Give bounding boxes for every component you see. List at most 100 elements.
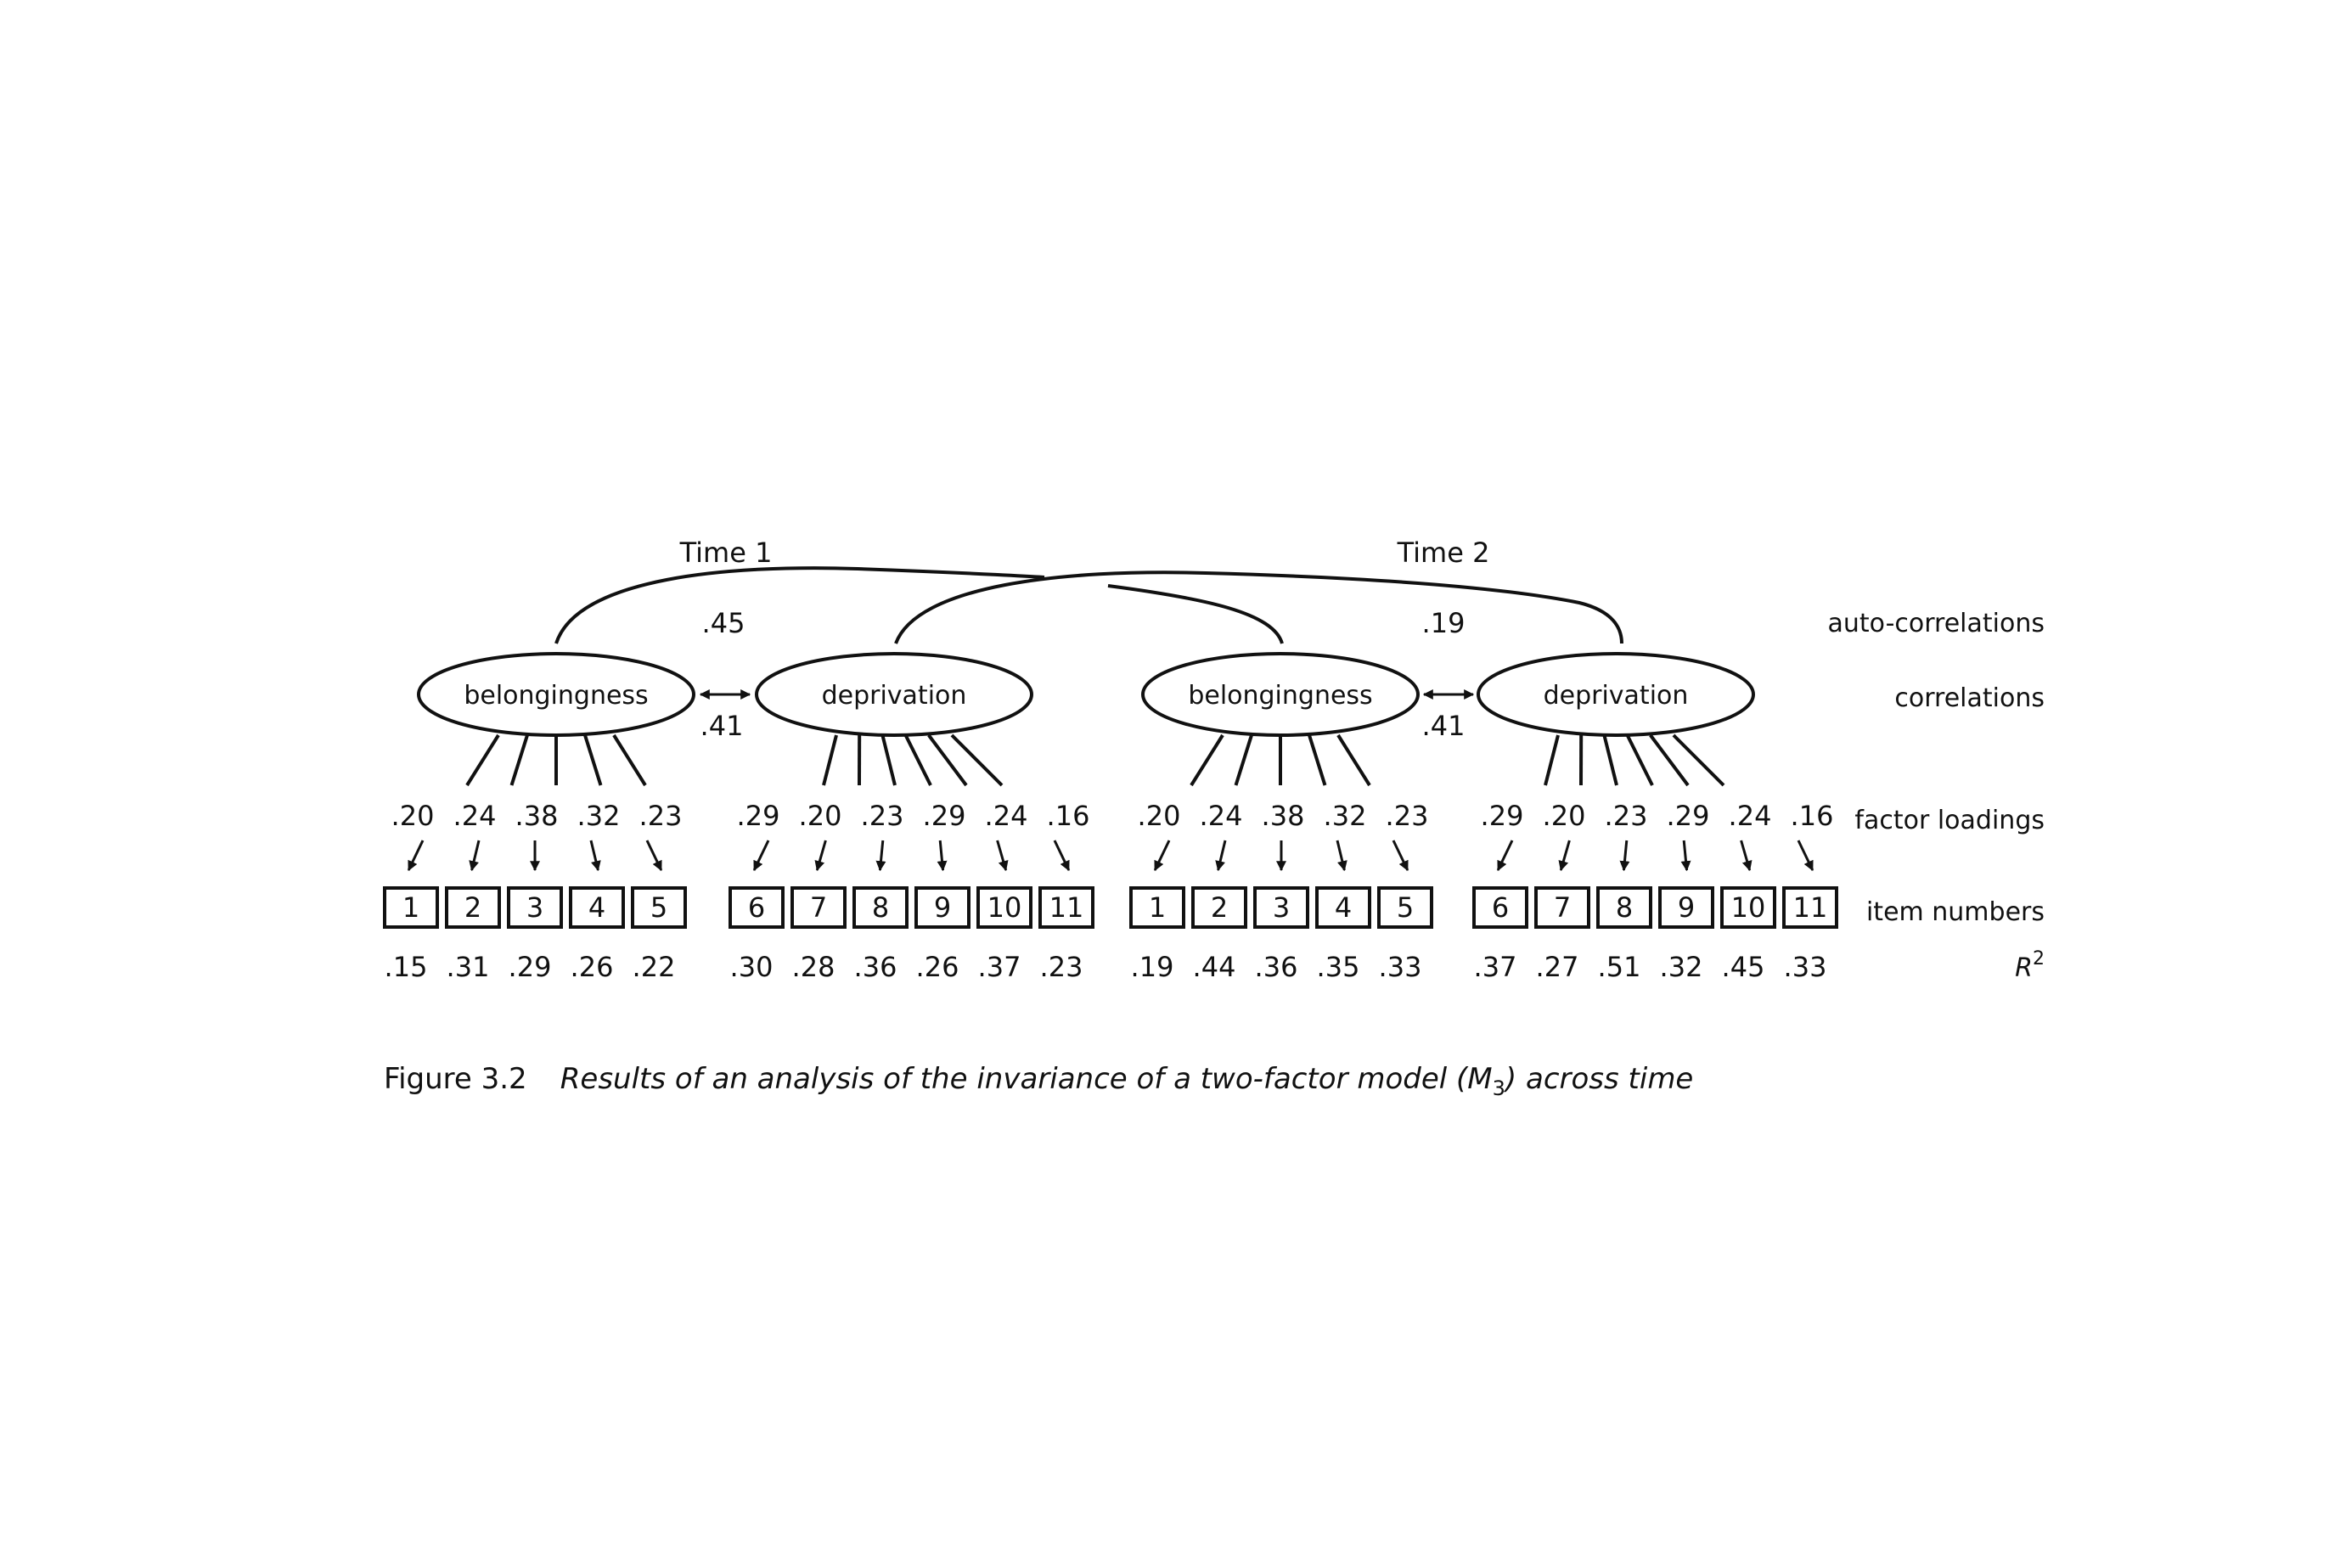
loading-value: .23	[1605, 800, 1648, 832]
item-number: 9	[1678, 891, 1695, 924]
loading-values: .20.24.38.32.23.29.20.23.29.24.16.20.24.…	[391, 800, 1834, 832]
factor-label-belongingness-t2: belongingness	[1188, 681, 1372, 711]
residual-arrow	[998, 840, 1006, 870]
residual-arrow	[1561, 840, 1569, 870]
loading-value: .38	[1262, 800, 1305, 832]
r2-value: .37	[1474, 951, 1517, 983]
loading-line	[1309, 735, 1325, 785]
auto-correlation-arc-deprivation	[896, 572, 1622, 643]
loading-line	[824, 735, 836, 785]
loading-lines	[467, 735, 1724, 785]
residual-arrow	[1218, 840, 1225, 870]
item-number: 3	[1273, 891, 1290, 924]
row-label-auto-correlations: auto-correlations	[1828, 609, 2045, 638]
item-number: 3	[526, 891, 543, 924]
r2-label-sup: 2	[2033, 948, 2045, 969]
loading-value: .20	[1138, 800, 1181, 832]
residual-arrow	[940, 840, 942, 870]
loading-value: .23	[861, 800, 904, 832]
figure-caption: Figure 3.2 Results of an analysis of the…	[384, 1062, 1693, 1100]
r2-value: .30	[730, 951, 774, 983]
residual-arrow	[880, 840, 882, 870]
loading-value: .24	[453, 800, 497, 832]
residual-arrow	[1623, 840, 1626, 870]
r2-label-base: R	[2015, 953, 2033, 983]
loading-line	[1628, 735, 1652, 785]
item-number: 8	[872, 891, 889, 924]
r2-values: .15.31.29.26.22.30.28.36.26.37.23.19.44.…	[385, 951, 1827, 983]
r2-value: .15	[385, 951, 428, 983]
item-number: 2	[1211, 891, 1228, 924]
auto-correlation-arc-belongingness	[556, 568, 1044, 643]
auto-correlation-value-1: .45	[702, 607, 745, 639]
caption-text-before: Results of an analysis of the invariance…	[560, 1062, 1469, 1096]
r2-value: .36	[854, 951, 897, 983]
r2-value: .51	[1598, 951, 1641, 983]
loading-value: .29	[1667, 800, 1710, 832]
item-number: 11	[1049, 891, 1084, 924]
loading-line	[1604, 735, 1617, 785]
loading-value: .24	[985, 800, 1028, 832]
caption-number: Figure 3.2	[384, 1062, 527, 1096]
r2-value: .31	[447, 951, 490, 983]
residual-arrow	[408, 840, 423, 870]
loading-line	[1545, 735, 1558, 785]
factor-label-belongingness-t1: belongingness	[464, 681, 648, 711]
item-number: 2	[464, 891, 481, 924]
residual-arrow	[591, 840, 598, 870]
residual-arrow	[1498, 840, 1512, 870]
loading-value: .16	[1047, 800, 1090, 832]
residual-arrow	[1798, 840, 1813, 870]
item-number: 10	[1731, 891, 1766, 924]
correlation-value-t1: .41	[700, 710, 744, 742]
r2-value: .29	[509, 951, 552, 983]
caption-model: M	[1467, 1062, 1492, 1096]
loading-value: .16	[1791, 800, 1834, 832]
r2-value: .22	[633, 951, 676, 983]
item-number: 7	[810, 891, 827, 924]
item-number: 1	[402, 891, 419, 924]
residual-arrow	[1741, 840, 1750, 870]
auto-correlation-value-2: .19	[1422, 607, 1466, 639]
row-label-item-numbers: item numbers	[1866, 897, 2045, 927]
loading-value: .38	[515, 800, 559, 832]
caption-text-after: ) across time	[1503, 1062, 1693, 1096]
loading-value: .24	[1729, 800, 1772, 832]
correlation-value-t2: .41	[1422, 710, 1466, 742]
r2-value: .45	[1722, 951, 1765, 983]
r2-value: .23	[1040, 951, 1083, 983]
residual-arrow	[754, 840, 768, 870]
residual-arrow	[1337, 840, 1344, 870]
caption-model-sub: 3	[1493, 1076, 1505, 1100]
r2-value: .26	[916, 951, 959, 983]
item-number: 6	[748, 891, 765, 924]
item-number: 5	[1397, 891, 1414, 924]
item-number: 7	[1554, 891, 1571, 924]
loading-value: .29	[737, 800, 780, 832]
residual-arrow	[472, 840, 479, 870]
r2-value: .32	[1660, 951, 1703, 983]
loading-line	[1338, 735, 1370, 785]
r2-value: .37	[978, 951, 1021, 983]
row-label-r2: R2	[2015, 948, 2045, 983]
item-number: 9	[934, 891, 951, 924]
residual-arrows	[408, 840, 1813, 870]
loading-line	[882, 735, 895, 785]
loading-line	[512, 735, 528, 785]
factor-label-deprivation-t1: deprivation	[822, 681, 967, 711]
residual-arrow	[1155, 840, 1169, 870]
r2-value: .28	[792, 951, 835, 983]
loading-value: .20	[1543, 800, 1586, 832]
r2-value: .26	[571, 951, 614, 983]
loading-value: .24	[1200, 800, 1243, 832]
r2-value: .19	[1131, 951, 1174, 983]
residual-arrow	[1684, 840, 1686, 870]
loading-line	[906, 735, 931, 785]
factor-label-deprivation-t2: deprivation	[1544, 681, 1689, 711]
item-number: 4	[1335, 891, 1352, 924]
r2-value: .33	[1784, 951, 1827, 983]
residual-arrow	[817, 840, 825, 870]
time-1-label: Time 1	[679, 537, 773, 569]
